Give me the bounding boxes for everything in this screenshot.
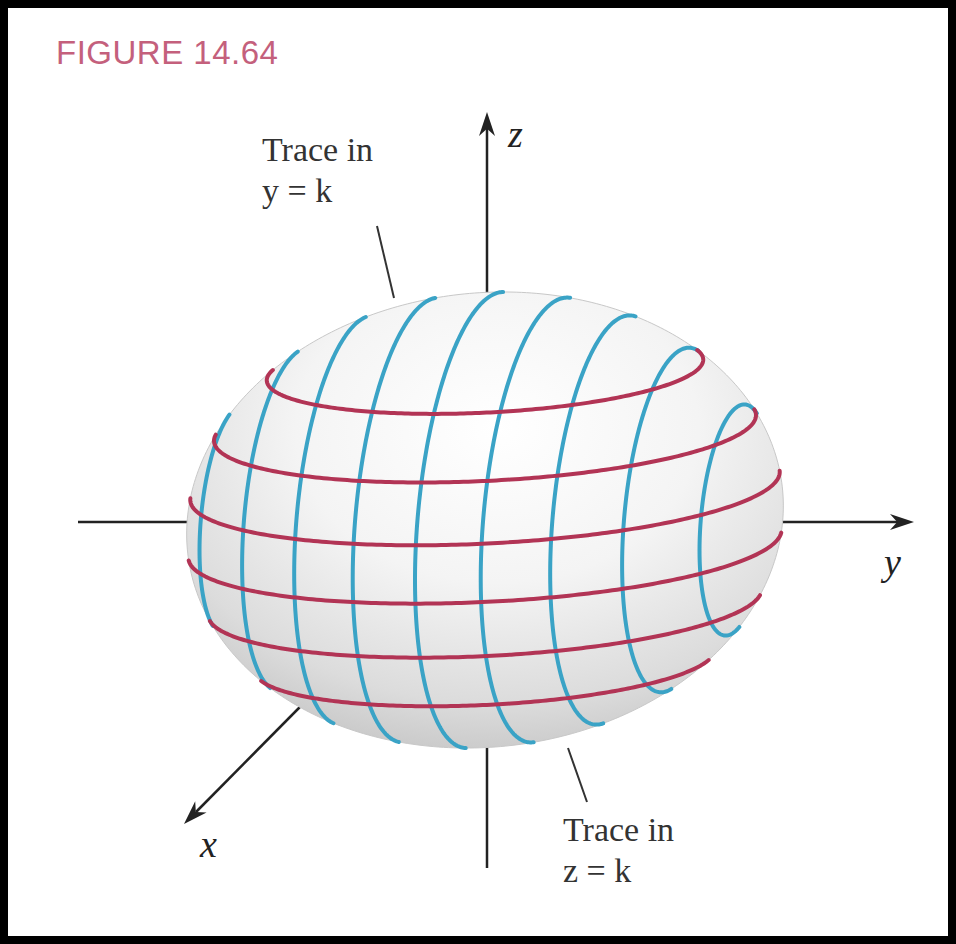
trace-z [190,471,779,546]
callout-label: Trace in z = k [563,810,691,892]
arrowhead [184,801,207,824]
axis-label: z [508,112,523,156]
trace-y [242,352,298,688]
ellipsoid [187,292,784,748]
leader-line [568,748,587,802]
trace-z [261,660,709,706]
leader-line [377,226,394,298]
ellipsoid-surface [187,292,784,748]
arrowhead [479,112,495,136]
axis-label: y [884,540,901,584]
figure-title: FIGURE 14.64 [56,34,278,72]
axes [78,112,914,868]
trace-y [481,298,570,743]
leader-lines [377,226,587,802]
trace-z [267,350,703,414]
trace-z [214,409,756,482]
traces [189,292,782,748]
arrowhead [890,514,914,530]
frame [4,4,952,940]
axis-label: x [200,822,217,866]
trace-z [210,595,760,657]
trace-z [189,533,782,604]
callout-label: Trace in y = k [262,130,390,212]
